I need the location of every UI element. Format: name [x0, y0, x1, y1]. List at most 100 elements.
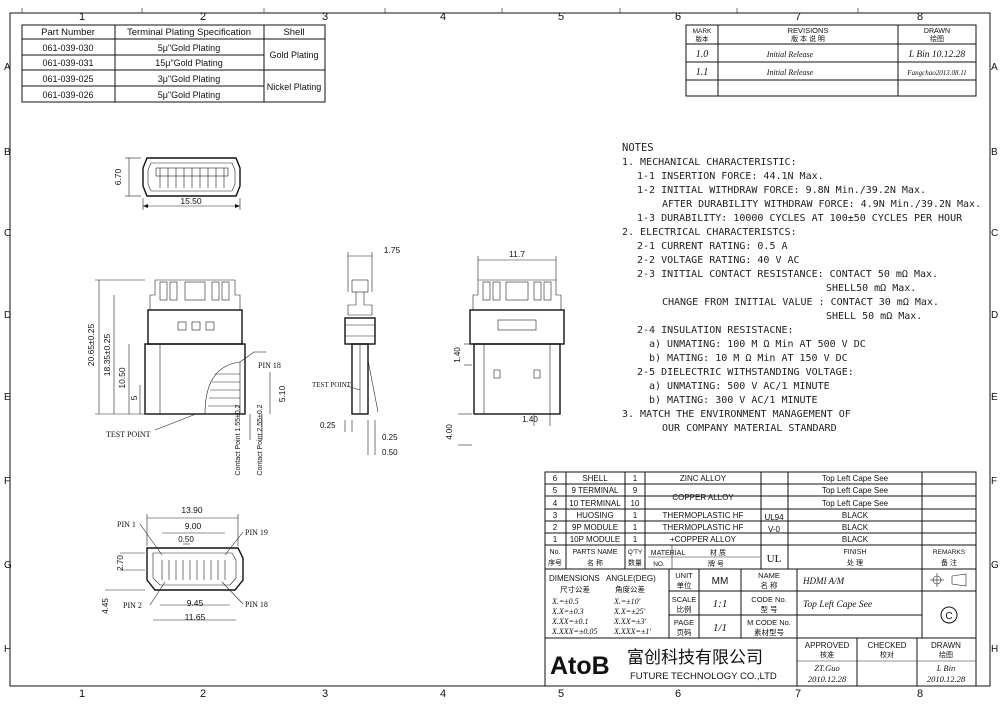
bom-2-qty: 1	[633, 523, 638, 532]
tb-tol-3: X.XX=±0.1	[551, 617, 588, 626]
dim-front-h5: 5.10	[277, 385, 287, 402]
dim-bottom-w3: 0.50	[178, 535, 194, 544]
tb-drawn-name: L Bin	[936, 663, 956, 673]
note-line-5: 1-3 DURABILITY: 10000 CYCLES AT 100±50 C…	[637, 213, 963, 224]
part-number-1: 061-039-030	[42, 43, 93, 53]
tb-code-val: Top Left Cape See	[803, 599, 872, 610]
bom-2-finish: BLACK	[842, 523, 869, 532]
bom-1-qty: 1	[633, 535, 638, 544]
rev-2-drawn: Fangchao2013.08.11	[906, 69, 966, 77]
plating-header: Terminal Plating Specification	[127, 27, 251, 38]
note-line-12: SHELL 50 mΩ Max.	[826, 311, 922, 322]
bom-h-parts-cn: 名 称	[587, 558, 603, 567]
rev-drawn-label: DRAWN	[924, 28, 950, 35]
bom-h-no: No.	[550, 549, 561, 556]
bom-row-5: 5 9 TERMINAL 9 COPPER ALLOY Top Left Cap…	[553, 486, 889, 502]
bom-row-1: 1 10P MODULE 1 +COPPER ALLOY BLACK	[553, 535, 869, 544]
rev-mark-label: MARK	[693, 28, 712, 35]
tb-scale-cn: 比例	[677, 604, 692, 614]
zone-col-2-b: 2	[200, 688, 206, 700]
bottom-view: 13.90 9.00 0.50 9.45 11.65 2.70 4.45 PIN…	[101, 505, 268, 622]
note-line-11: CHANGE FROM INITIAL VALUE : CONTACT 30 m…	[662, 297, 939, 308]
dim-contact-2: Contact Point 2.55±0.2	[257, 404, 264, 475]
zone-col-2: 2	[200, 11, 206, 23]
part-number-4: 061-039-026	[42, 90, 93, 100]
tb-scale-val: 1:1	[713, 598, 728, 610]
bom-h-matno: NO.	[653, 561, 665, 568]
tb-approved-cn: 核准	[820, 650, 834, 659]
tb-tol-4: X.XXX=±0.05	[551, 627, 597, 636]
dim-front-h3: 10.50	[117, 367, 127, 389]
tb-approved: APPROVED	[805, 641, 850, 650]
zone-row-a: A	[4, 62, 11, 73]
label-pin19: PIN 19	[245, 528, 268, 537]
rev-drawn-label-cn: 绘图	[930, 34, 944, 43]
label-test-point: TEST POINT	[106, 430, 151, 439]
plating-3: 3μ"Gold Plating	[158, 74, 220, 84]
bom-row-6: 6 SHELL 1 ZINC ALLOY Top Left Cape See	[553, 474, 889, 483]
bom-h-qty-cn: 数量	[628, 558, 642, 567]
zone-row-b-r: B	[991, 147, 998, 158]
tb-name-cn: 名 称	[760, 580, 778, 590]
bom-5-qty: 9	[633, 486, 638, 495]
part-number-2: 061-039-031	[42, 58, 93, 68]
bom-1-name: 10P MODULE	[570, 535, 621, 544]
zone-row-d: D	[4, 310, 11, 321]
bom-3-material: THERMOPLASTIC HF	[663, 511, 744, 520]
tb-approved-date: 2010.12.28	[808, 674, 847, 684]
dim-back-a: 1.40	[453, 347, 462, 363]
tb-name: NAME	[758, 571, 780, 580]
tb-page-cn: 页码	[677, 628, 692, 637]
zone-col-1: 1	[79, 11, 85, 23]
note-line-16: 2-5 DIELECTRIC WITHSTANDING VOLTAGE:	[637, 367, 854, 378]
bom-h-finish: FINISH	[844, 549, 867, 556]
note-line-9: 2-3 INITIAL CONTACT RESISTANCE: CONTACT …	[637, 269, 938, 280]
tb-checked-cn: 校对	[880, 650, 894, 659]
zone-columns-top: 1 2 3 4 5 6 7 8	[21, 8, 923, 23]
bom-4-qty: 10	[631, 499, 640, 508]
dim-front-h1: 20.65±0.25	[86, 323, 96, 366]
tb-page-val: 1/1	[713, 622, 727, 634]
tb-tol-1: X.=±0.5	[551, 597, 579, 606]
tb-tol-2: X.X=±0.3	[551, 607, 584, 616]
part-table: Part Number Terminal Plating Specificati…	[21, 24, 326, 103]
rev-mark-label-cn: 版本	[696, 34, 710, 43]
note-line-18: b) MATING: 300 V AC/1 MINUTE	[649, 395, 818, 406]
dim-front-h4: 5	[129, 395, 139, 400]
bom-h-remarks-cn: 备 注	[941, 558, 957, 567]
bom-3-finish: BLACK	[842, 511, 869, 520]
label-pin1: PIN 1	[117, 520, 136, 529]
tb-code: CODE No.	[751, 595, 786, 604]
note-line-20: OUR COMPANY MATERIAL STANDARD	[662, 423, 837, 434]
zone-col-4: 4	[440, 11, 446, 23]
svg-text:C: C	[945, 611, 952, 622]
tb-drawn-date: 2010.12.28	[927, 674, 966, 684]
zone-columns-bottom: 1 2 3 4 5 6 7 8	[79, 688, 923, 700]
zone-col-3-b: 3	[322, 688, 328, 700]
zone-col-6-b: 6	[675, 688, 681, 700]
tb-mcode: M CODE No.	[747, 618, 791, 627]
bom-2-material: THERMOPLASTIC HF	[663, 523, 744, 532]
notes-title: NOTES	[622, 142, 654, 154]
bom-5-name: 9 TERMINAL	[572, 486, 620, 495]
back-view: 11.7 1.40 1.40 4.00	[445, 249, 565, 446]
tb-dimensions: DIMENSIONS	[549, 574, 600, 583]
tb-scale: SCALE	[672, 595, 697, 604]
note-line-13: 2-4 INSULATION RESISTACNE:	[637, 325, 794, 336]
bom-h-parts: PARTS NAME	[573, 549, 618, 556]
bom-4-finish: Top Left Cape See	[822, 499, 889, 508]
note-line-17: a) UNMATING: 500 V AC/1 MINUTE	[649, 381, 830, 392]
bom-h-no-cn: 序号	[548, 558, 562, 567]
tb-ang-3: X.XX=±3'	[613, 617, 646, 626]
plating-4: 5μ"Gold Plating	[158, 90, 220, 100]
note-line-1: 1. MECHANICAL CHARACTERISTIC:	[622, 157, 797, 168]
rev-1-mark: 1.0	[696, 49, 709, 60]
bom-ul94: UL94	[764, 513, 784, 522]
zone-col-8-b: 8	[917, 688, 923, 700]
note-line-7: 2-1 CURRENT RATING: 0.5 A	[637, 241, 788, 252]
dim-bottom-h2: 4.45	[101, 598, 110, 614]
dim-bottom-w4: 9.45	[187, 598, 204, 608]
tb-drawn: DRAWN	[931, 641, 961, 650]
tb-ang-2: X.X=±25'	[613, 607, 646, 616]
